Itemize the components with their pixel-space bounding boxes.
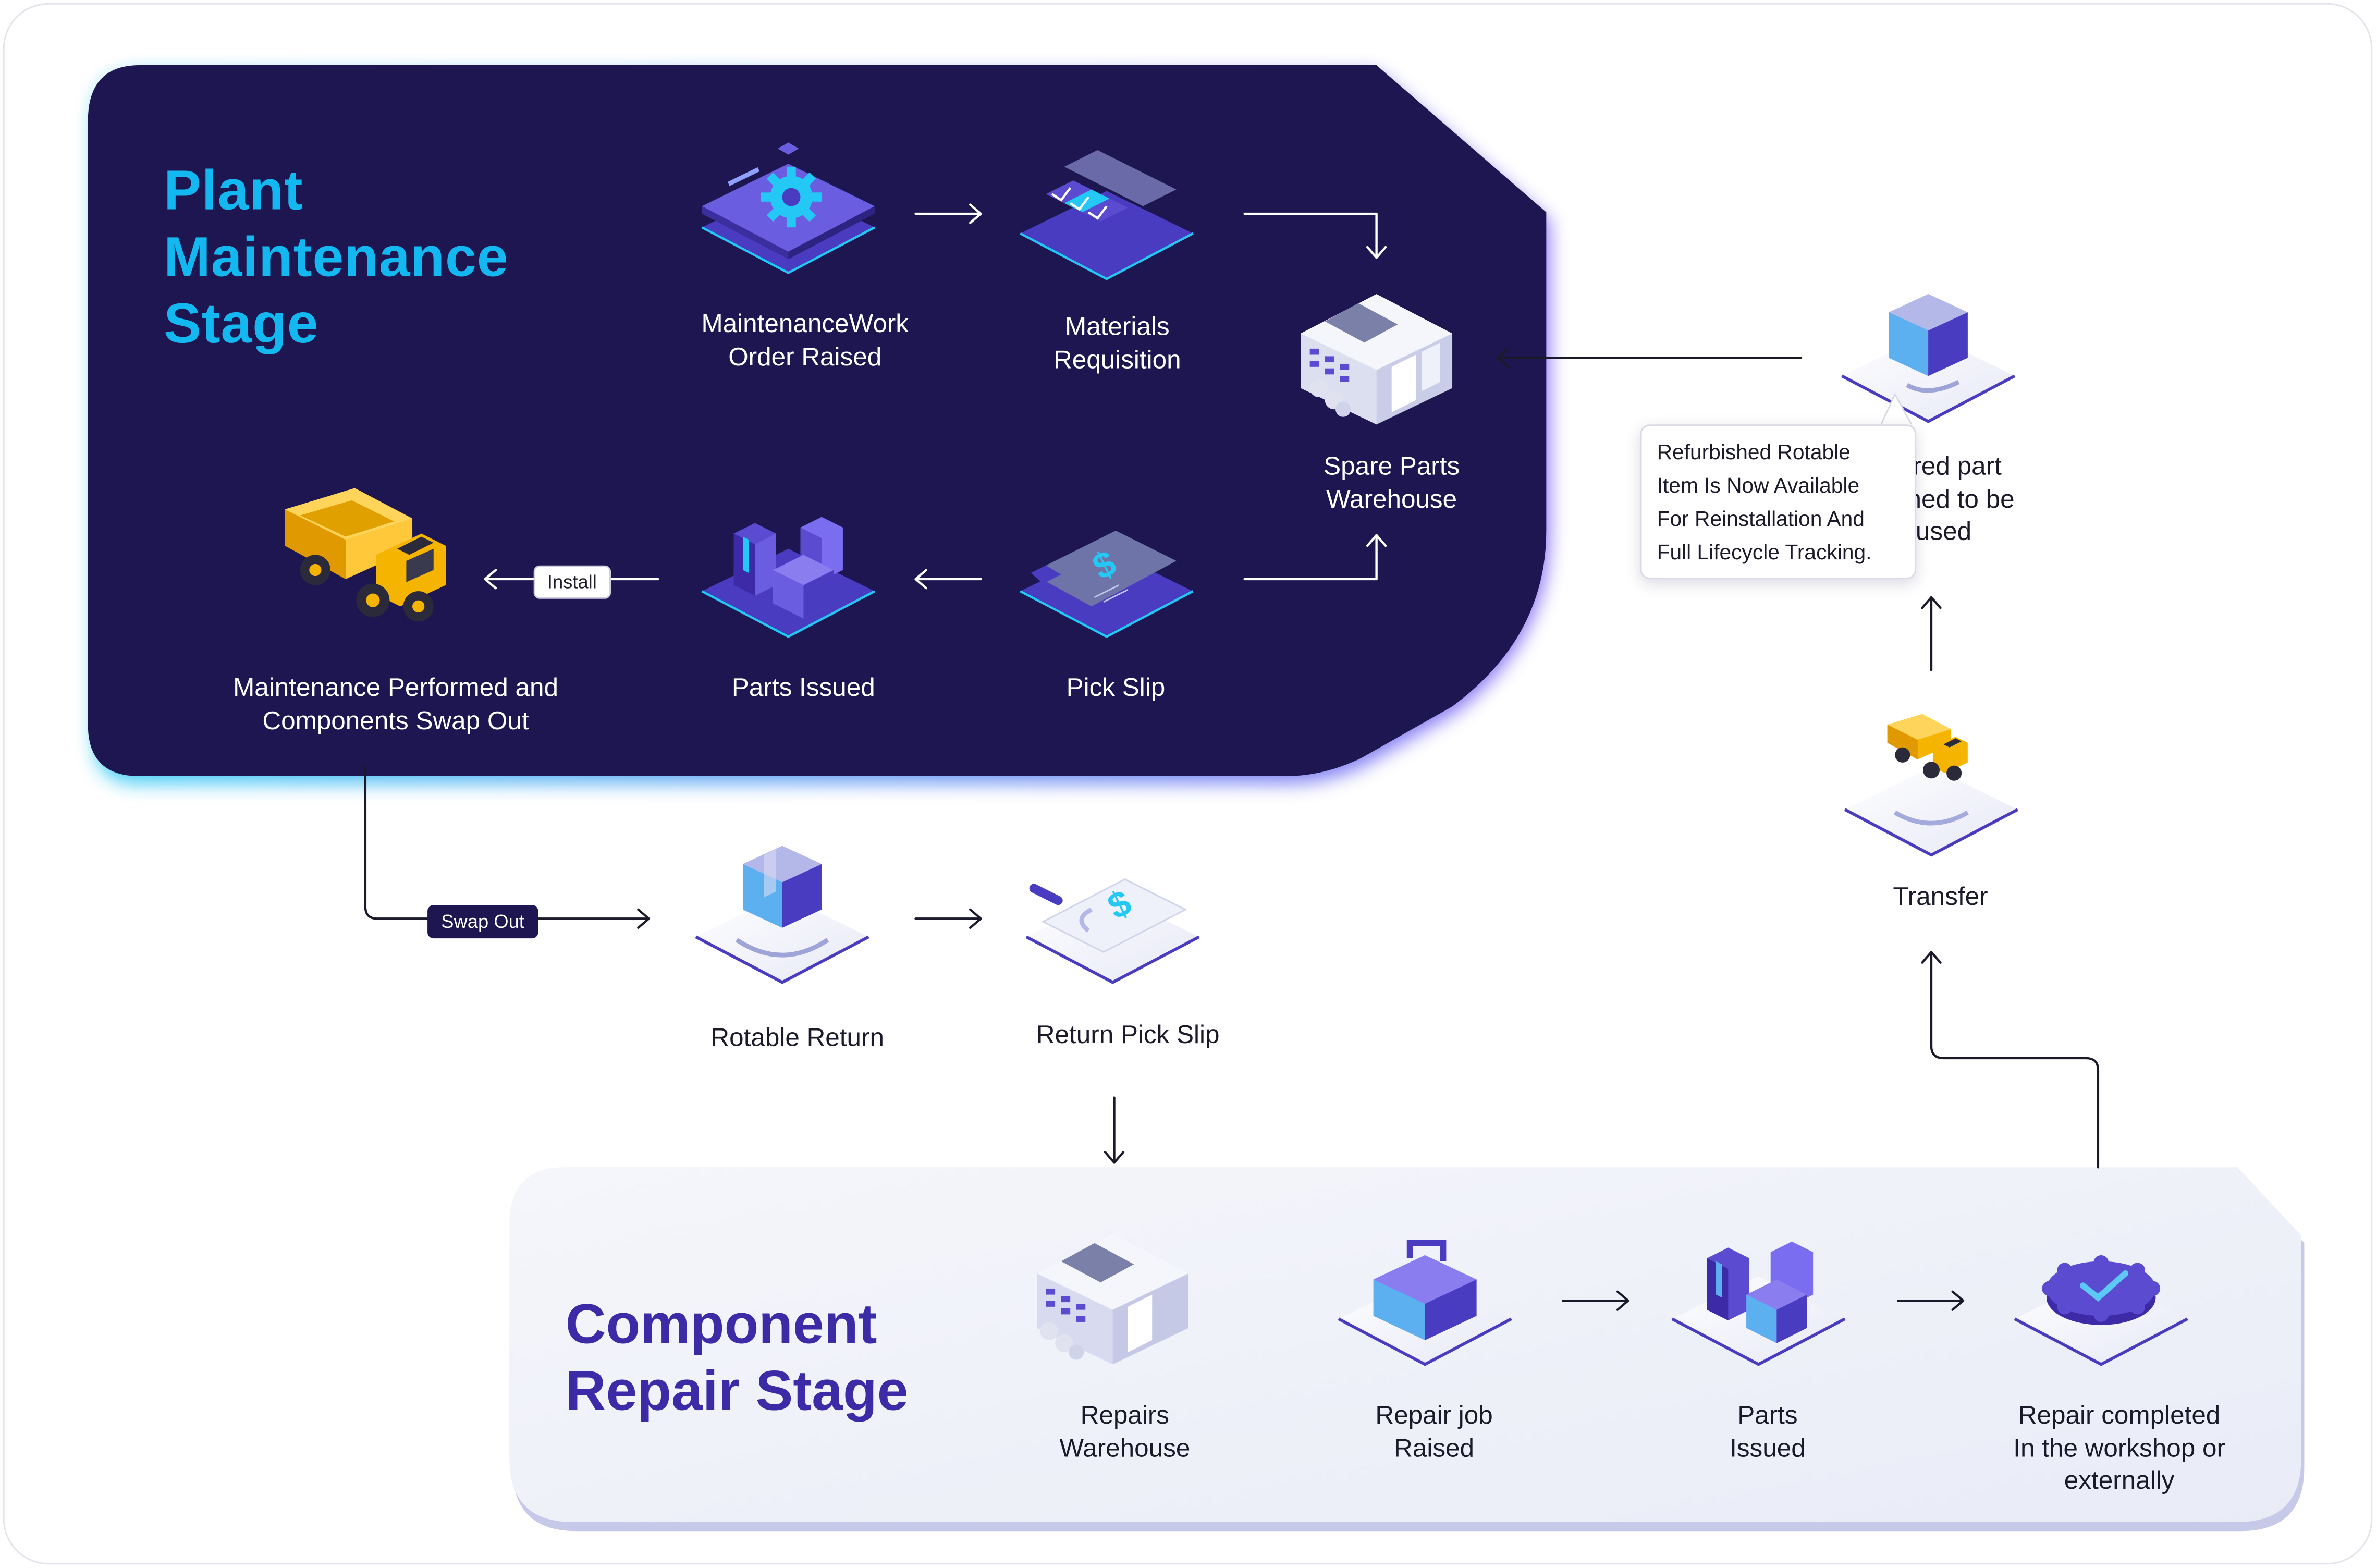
tooltip-line: Refurbished Rotable: [1657, 439, 1851, 464]
arrow-parts-to-completed: [1896, 1290, 1965, 1311]
tooltip-line: Full Lifecycle Tracking.: [1657, 540, 1872, 564]
plant-stage-title: Plant Maintenance Stage: [164, 157, 508, 358]
node-repair-parts-issued-label: Parts Issued: [1730, 1401, 1806, 1462]
repaired-part-line: -used: [1907, 517, 1972, 546]
warehouse-icon: [1037, 1234, 1188, 1365]
node-materials-requisition-label: Materials Requisition: [1053, 312, 1181, 374]
node-parts-issued-label: Parts Issued: [731, 673, 875, 702]
swap-out-edge-label: Swap Out: [427, 905, 538, 939]
repaired-part-line: ned to be: [1907, 484, 2015, 513]
arrow-maintenance-to-rotable: [364, 764, 650, 929]
arrow-repaired-to-warehouse: [1497, 347, 1803, 368]
arrow-workorder-to-requisition: [914, 203, 982, 224]
arrow-rotable-to-returnslip: [914, 908, 982, 929]
rotable-cube-icon: [695, 846, 869, 984]
tooltip-line: Item Is Now Available: [1657, 473, 1860, 497]
arrow-completed-to-transfer: [1921, 951, 2100, 1169]
node-repair-job-label: Repair job Raised: [1375, 1401, 1493, 1462]
warehouse-icon: [1301, 294, 1453, 425]
node-repaired-part-label: ired part ned to be -used: [1907, 450, 2014, 548]
arrow-pickslip-to-partsissued: [914, 569, 982, 590]
node-maintenance-performed-label: Maintenance Performed and Components Swa…: [233, 673, 558, 735]
node-spare-parts-warehouse-label: Spare Parts Warehouse: [1324, 451, 1460, 513]
arrow-requisition-to-warehouse: [1243, 212, 1387, 259]
node-work-order-label: MaintenanceWork Order Raised: [701, 309, 909, 371]
tooltip-refurbished: Refurbished Rotable Item Is Now Availabl…: [1640, 424, 1916, 579]
repaired-part-line: ired part: [1907, 451, 2002, 481]
arrow-transfer-to-repaired: [1921, 596, 1942, 671]
dump-truck-icon: [285, 488, 446, 622]
rotable-cube-icon: [1841, 294, 2016, 423]
arrow-returnslip-to-repairs: [1104, 1096, 1125, 1164]
tooltip-line: For Reinstallation And: [1657, 506, 1865, 531]
arrow-pickslip-to-warehouse: [1243, 534, 1387, 581]
install-edge-label: Install: [533, 565, 610, 599]
node-rotable-return-label: Rotable Return: [710, 1023, 884, 1052]
toolbox-icon: [1338, 1240, 1512, 1366]
gear-icon: [701, 142, 876, 274]
parts-boxes-icon: [1671, 1241, 1846, 1366]
repair-title-line: Component: [565, 1293, 877, 1355]
repair-title-line: Repair Stage: [565, 1359, 909, 1422]
parts-boxes-icon: [701, 517, 876, 638]
return-slip-icon: $: [1025, 878, 1200, 984]
dollar-slip-icon: $: [1020, 530, 1194, 638]
plant-title-line: Maintenance: [164, 226, 509, 288]
plant-title-line: Plant: [164, 159, 303, 222]
node-repairs-warehouse-label: Repairs Warehouse: [1059, 1401, 1191, 1462]
transfer-truck-icon: [1844, 714, 2019, 857]
node-pick-slip-label: Pick Slip: [1066, 673, 1166, 702]
repair-stage-title: Component Repair Stage: [566, 1292, 909, 1425]
node-transfer-label: Transfer: [1893, 882, 1988, 911]
verified-badge-icon: [2014, 1255, 2188, 1366]
checklist-icon: [1020, 150, 1194, 280]
node-repair-completed-label: Repair completed In the workshop or exte…: [2013, 1401, 2225, 1495]
node-return-pick-slip-label: Return Pick Slip: [1036, 1020, 1220, 1049]
plant-title-line: Stage: [164, 292, 319, 355]
arrow-repairjob-to-parts: [1562, 1290, 1629, 1311]
